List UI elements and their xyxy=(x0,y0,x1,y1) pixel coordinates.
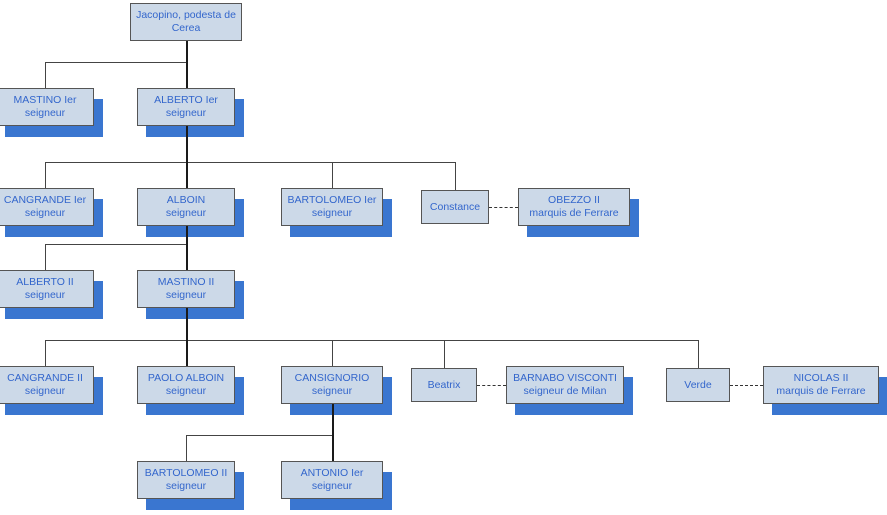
node-label-primary: CANGRANDE II xyxy=(7,372,83,384)
node-label-primary: BARNABO VISCONTI xyxy=(513,372,617,384)
connector-vertical xyxy=(455,162,456,190)
node-label-secondary: seigneur xyxy=(311,385,353,397)
node-label-secondary: seigneur xyxy=(24,107,66,119)
node-label-secondary: marquis de Ferrare xyxy=(776,385,866,397)
connector-vertical xyxy=(186,226,188,244)
connector-vertical xyxy=(332,404,334,435)
node-label-secondary: Cerea xyxy=(171,22,201,34)
node-label-primary: CANGRANDE Ier xyxy=(3,194,87,206)
connector-vertical xyxy=(45,62,46,88)
connector-vertical xyxy=(45,340,46,366)
node-label-secondary: marquis de Ferrare xyxy=(529,207,619,219)
node-label-primary: Beatrix xyxy=(427,378,461,391)
connector-vertical xyxy=(186,62,188,88)
node-label-secondary: seigneur de Milan xyxy=(523,385,607,397)
node-label-secondary: seigneur xyxy=(165,385,207,397)
node-label-secondary: seigneur xyxy=(24,207,66,219)
node-label-primary: MASTINO II xyxy=(157,276,215,288)
connector-vertical xyxy=(186,308,188,340)
node-label-secondary: seigneur xyxy=(165,207,207,219)
connector-vertical xyxy=(45,162,46,188)
node-verde[interactable]: Verde xyxy=(666,368,730,402)
node-label-secondary: seigneur xyxy=(165,107,207,119)
connector-horizontal xyxy=(186,435,332,436)
node-label-primary: MASTINO Ier xyxy=(13,94,77,106)
connector-vertical xyxy=(186,162,188,188)
connector-horizontal xyxy=(45,340,698,341)
connector-vertical xyxy=(45,244,46,270)
connector-vertical xyxy=(186,244,188,270)
node-label-secondary: seigneur xyxy=(24,385,66,397)
node-beatrix[interactable]: Beatrix xyxy=(411,368,477,402)
node-label-secondary: seigneur xyxy=(24,289,66,301)
connector-vertical xyxy=(186,126,188,162)
node-label-primary: OBEZZO II xyxy=(548,194,600,206)
node-label-primary: ANTONIO Ier xyxy=(300,467,364,479)
node-label-secondary: seigneur xyxy=(165,289,207,301)
node-label-primary: NICOLAS II xyxy=(793,372,849,384)
marriage-link-constance-obezzo2 xyxy=(489,207,518,208)
node-label-secondary: seigneur xyxy=(165,480,207,492)
connector-vertical xyxy=(186,41,188,62)
node-label-primary: ALBERTO II xyxy=(16,276,74,288)
connector-vertical xyxy=(186,435,187,461)
node-label-primary: Constance xyxy=(429,200,481,213)
connector-horizontal xyxy=(45,62,186,63)
node-label-primary: ALBERTO Ier xyxy=(154,94,218,106)
connector-vertical xyxy=(332,435,334,461)
node-constance[interactable]: Constance xyxy=(421,190,489,224)
node-label-primary: Verde xyxy=(684,378,712,391)
connector-vertical xyxy=(698,340,699,368)
connector-horizontal xyxy=(45,162,455,163)
node-label-secondary: seigneur xyxy=(311,207,353,219)
marriage-link-verde-nicolas2 xyxy=(730,385,763,386)
node-label-primary: BARTOLOMEO Ier xyxy=(287,194,377,206)
marriage-link-beatrix-barnabo xyxy=(477,385,506,386)
connector-vertical xyxy=(332,162,333,188)
node-label-secondary: seigneur xyxy=(311,480,353,492)
connector-horizontal xyxy=(45,244,186,245)
node-label-primary: PAOLO ALBOIN xyxy=(147,372,225,384)
connector-vertical xyxy=(332,340,333,366)
node-label-primary: ALBOIN xyxy=(166,194,206,206)
node-label-primary: BARTOLOMEO II xyxy=(144,467,228,479)
node-label-primary: CANSIGNORIO xyxy=(294,372,370,384)
connector-vertical xyxy=(444,340,445,368)
connector-vertical xyxy=(186,340,188,366)
node-label-primary: Jacopino, podesta de xyxy=(136,9,236,21)
